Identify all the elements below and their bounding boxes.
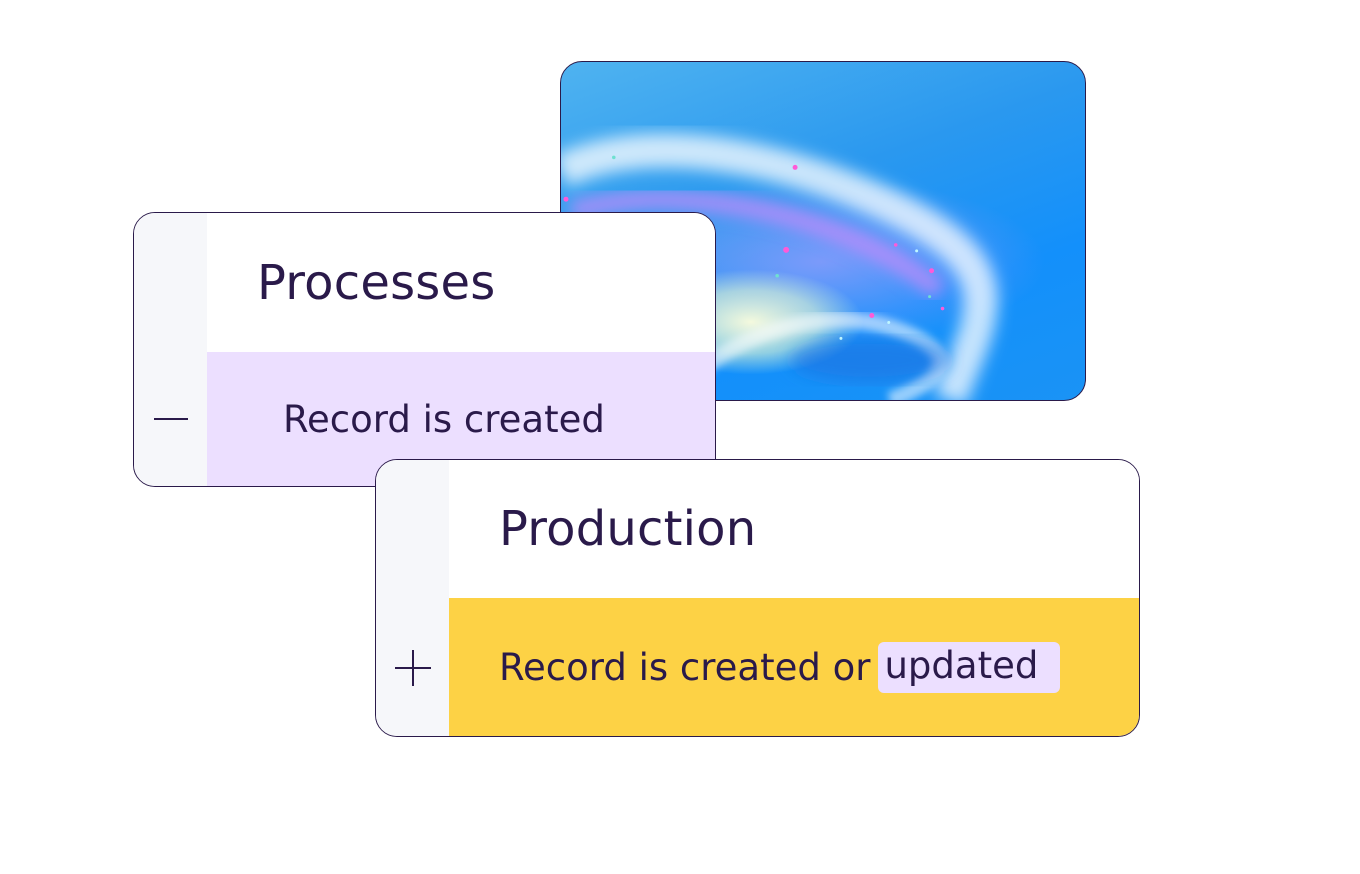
production-card-rail <box>376 460 449 736</box>
processes-card[interactable]: Processes Record is created <box>133 212 716 487</box>
production-card-title: Production <box>449 460 1139 598</box>
processes-trigger-label: Record is created <box>283 397 605 441</box>
production-trigger-highlight: updated <box>878 641 1061 693</box>
production-card-body: Production Record is created or updated <box>449 460 1139 736</box>
production-trigger-label: Record is created or <box>499 645 871 689</box>
production-trigger-row[interactable]: Record is created or updated <box>449 598 1139 736</box>
minus-icon[interactable] <box>154 418 188 420</box>
processes-card-rail <box>134 213 207 486</box>
galaxy-swirl <box>561 133 998 400</box>
production-card[interactable]: Production Record is created or updated <box>375 459 1140 737</box>
plus-icon[interactable] <box>395 650 431 686</box>
processes-card-body: Processes Record is created <box>207 213 715 486</box>
processes-card-title: Processes <box>207 213 715 352</box>
